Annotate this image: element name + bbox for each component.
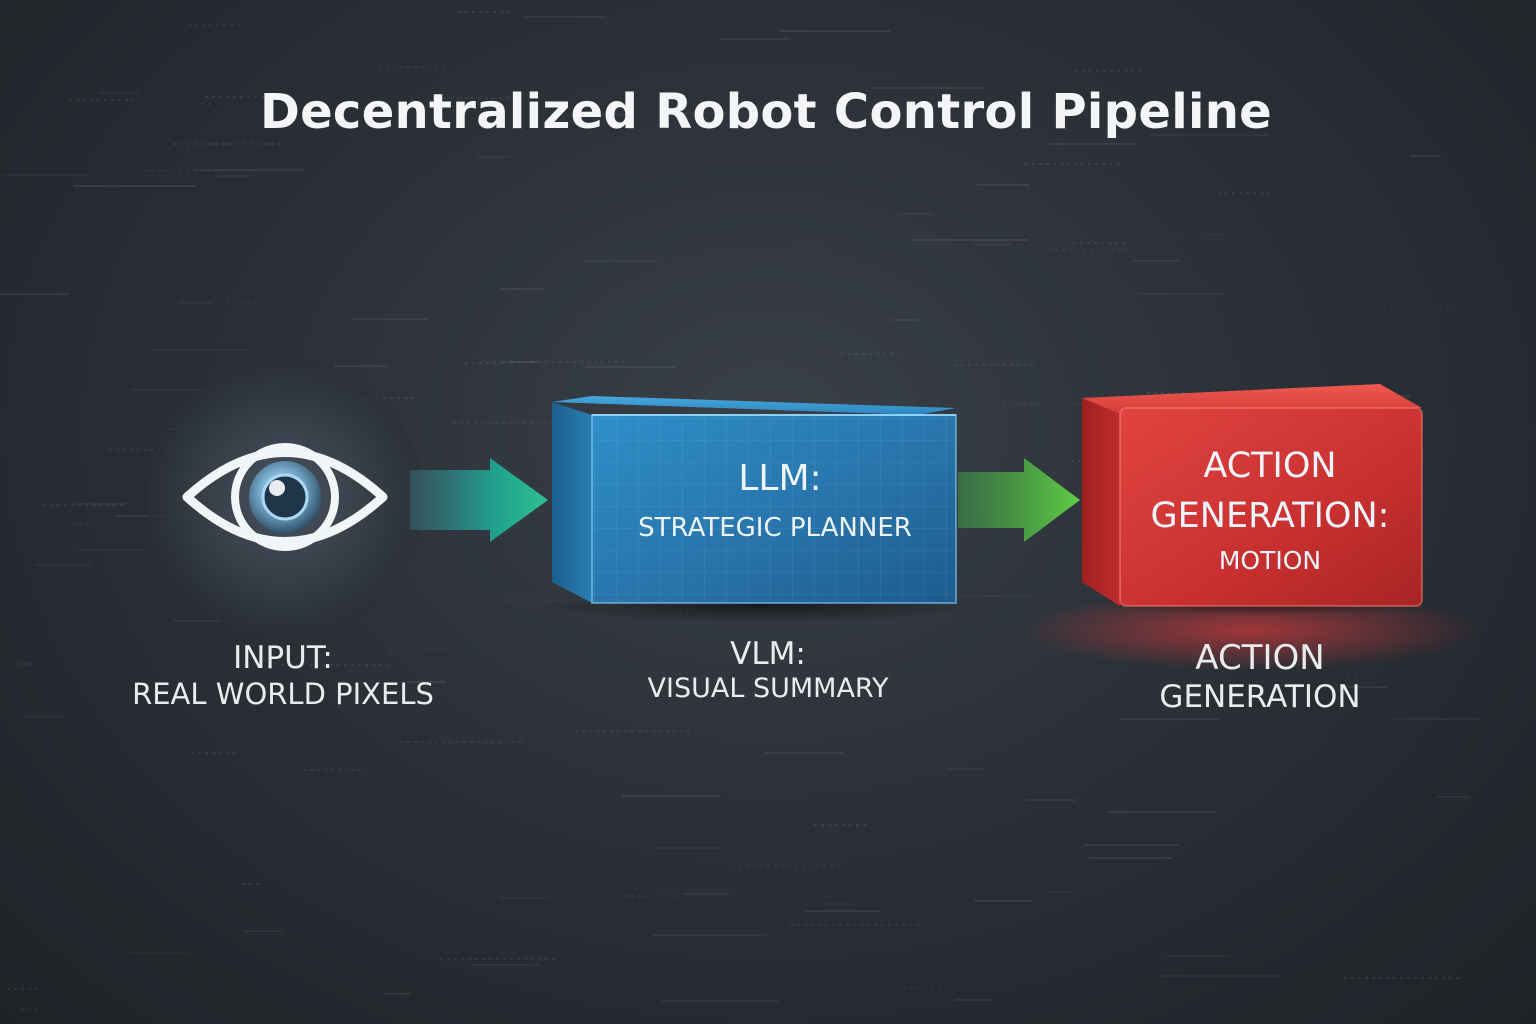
input-stage [147,360,423,636]
eye-icon [182,443,388,551]
input-label-line2: REAL WORLD PIXELS [132,677,434,712]
arrow-llm-to-action [958,458,1080,542]
action-label-line2: GENERATION [1159,678,1361,715]
vlm-label-line1: VLM: [730,636,806,672]
action-label-line1: ACTION [1195,638,1325,678]
vlm-label: VLM: VISUAL SUMMARY [600,636,936,706]
action-box-line2: GENERATION: [1150,496,1390,536]
llm-box-subtitle: STRATEGIC PLANNER [638,513,912,543]
action-label: ACTION GENERATION [1110,638,1410,716]
action-box-line3: MOTION [1218,546,1322,575]
action-box-line1: ACTION [1203,446,1337,486]
input-label-line1: INPUT: [233,640,333,676]
input-label: INPUT: REAL WORLD PIXELS [100,640,466,712]
diagram-title: Decentralized Robot Control Pipeline [259,84,1273,140]
action-box [1020,384,1480,670]
vlm-label-line2: VISUAL SUMMARY [647,673,889,705]
llm-box [540,396,980,623]
arrow-input-to-llm [410,458,548,542]
llm-box-title: LLM: [738,458,822,499]
